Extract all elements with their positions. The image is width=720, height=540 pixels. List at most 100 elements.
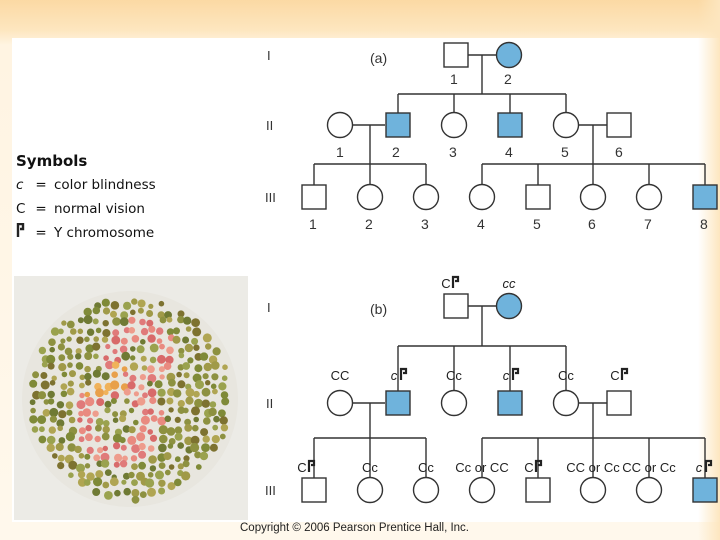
symbols-heading: Symbols	[16, 152, 88, 170]
label-b: (b)	[370, 301, 387, 317]
a-II5-female	[552, 111, 580, 139]
plate-dot	[65, 401, 74, 410]
plate-dot	[50, 327, 60, 336]
plate-dot	[159, 316, 167, 324]
a-num-III5: 5	[533, 216, 541, 232]
pedigree-b	[313, 305, 706, 478]
ishihara-color-test-plate	[22, 291, 238, 507]
pedigree-b-individuals	[301, 292, 718, 504]
plate-dot	[84, 463, 91, 469]
plate-dot	[195, 464, 202, 470]
plate-dot	[139, 491, 147, 498]
plate-dot	[57, 343, 65, 351]
plate-dot	[130, 309, 136, 316]
plate-dot	[102, 307, 111, 315]
genotype-label: cc	[503, 276, 517, 291]
plate-dot	[212, 424, 219, 431]
plate-dot	[182, 362, 191, 370]
plate-dot	[51, 375, 57, 381]
y-chromosome-icon	[399, 367, 408, 380]
plate-dot	[92, 410, 99, 417]
y-chromosome-icon	[511, 367, 520, 380]
a-I2-female-affected	[495, 41, 523, 69]
plate-dot	[149, 343, 159, 353]
plate-dot	[133, 419, 139, 426]
genotype-label: C	[610, 368, 619, 383]
plate-dot	[199, 451, 209, 461]
a-III6-female	[579, 183, 607, 211]
plate-dot	[128, 327, 136, 334]
plate-dot	[182, 407, 189, 414]
plate-dot	[146, 319, 154, 327]
plate-dot	[140, 415, 150, 425]
plate-dot	[147, 380, 153, 387]
plate-dot	[109, 477, 119, 487]
plate-dot	[140, 355, 147, 362]
plate-dot	[166, 346, 174, 355]
plate-dot	[84, 372, 92, 381]
a-I1-male-unaffected	[443, 42, 469, 68]
plate-dot	[159, 434, 168, 444]
plate-dot	[137, 307, 144, 314]
plate-dot	[193, 390, 200, 398]
genotype-label: Cc	[558, 368, 574, 383]
generation-III-a: III	[265, 190, 276, 205]
label-a: (a)	[370, 50, 387, 66]
b-II1-female	[326, 389, 354, 417]
plate-dot	[122, 371, 129, 377]
plate-dot	[177, 315, 185, 324]
plate-dot	[83, 479, 91, 486]
plate-dot	[66, 409, 73, 416]
plate-dot	[184, 424, 193, 432]
plate-dot	[92, 306, 101, 315]
plate-dot	[147, 334, 156, 343]
b-III7-female	[635, 476, 663, 504]
plate-dot	[60, 390, 68, 398]
plate-dot	[101, 432, 110, 441]
pedigree-a-individuals	[301, 41, 718, 211]
plate-dot	[46, 443, 55, 452]
plate-dot	[222, 364, 228, 371]
plate-dot	[68, 472, 74, 479]
plate-dot	[130, 355, 136, 361]
plate-dot	[58, 410, 67, 419]
plate-dot	[79, 392, 85, 399]
plate-dot	[120, 311, 129, 320]
generation-II-b: II	[266, 396, 273, 411]
plate-dot	[95, 327, 102, 334]
plate-dot	[158, 487, 166, 495]
plate-dot	[93, 336, 99, 342]
plate-dot	[157, 397, 166, 406]
plate-dot	[49, 407, 59, 417]
plate-dot	[157, 416, 167, 426]
plate-dot	[173, 389, 182, 398]
plate-dot	[112, 348, 118, 355]
plate-dot	[219, 416, 228, 425]
plate-dot	[58, 363, 67, 372]
plate-dot	[119, 415, 127, 423]
plate-dot	[174, 456, 181, 463]
plate-dot	[138, 461, 147, 470]
genotype-label: c	[391, 368, 398, 383]
b-III6-female	[579, 476, 607, 504]
plate-dot	[158, 443, 167, 453]
plate-dot	[128, 407, 135, 414]
plate-dot	[166, 397, 174, 405]
plate-dot	[79, 374, 86, 381]
plate-dot	[158, 462, 166, 469]
plate-dot	[78, 410, 84, 417]
plate-dot	[101, 336, 109, 343]
plate-dot	[102, 425, 110, 434]
plate-dot	[140, 327, 149, 336]
y-chromosome-icon	[307, 459, 316, 472]
genotype-label: c	[696, 460, 703, 475]
a-III7-female	[635, 183, 663, 211]
plate-dot	[52, 453, 58, 459]
plate-dot	[70, 328, 77, 335]
plate-dot	[111, 361, 120, 369]
plate-dot	[77, 470, 86, 479]
plate-dot	[111, 371, 118, 379]
plate-dot	[38, 435, 47, 444]
